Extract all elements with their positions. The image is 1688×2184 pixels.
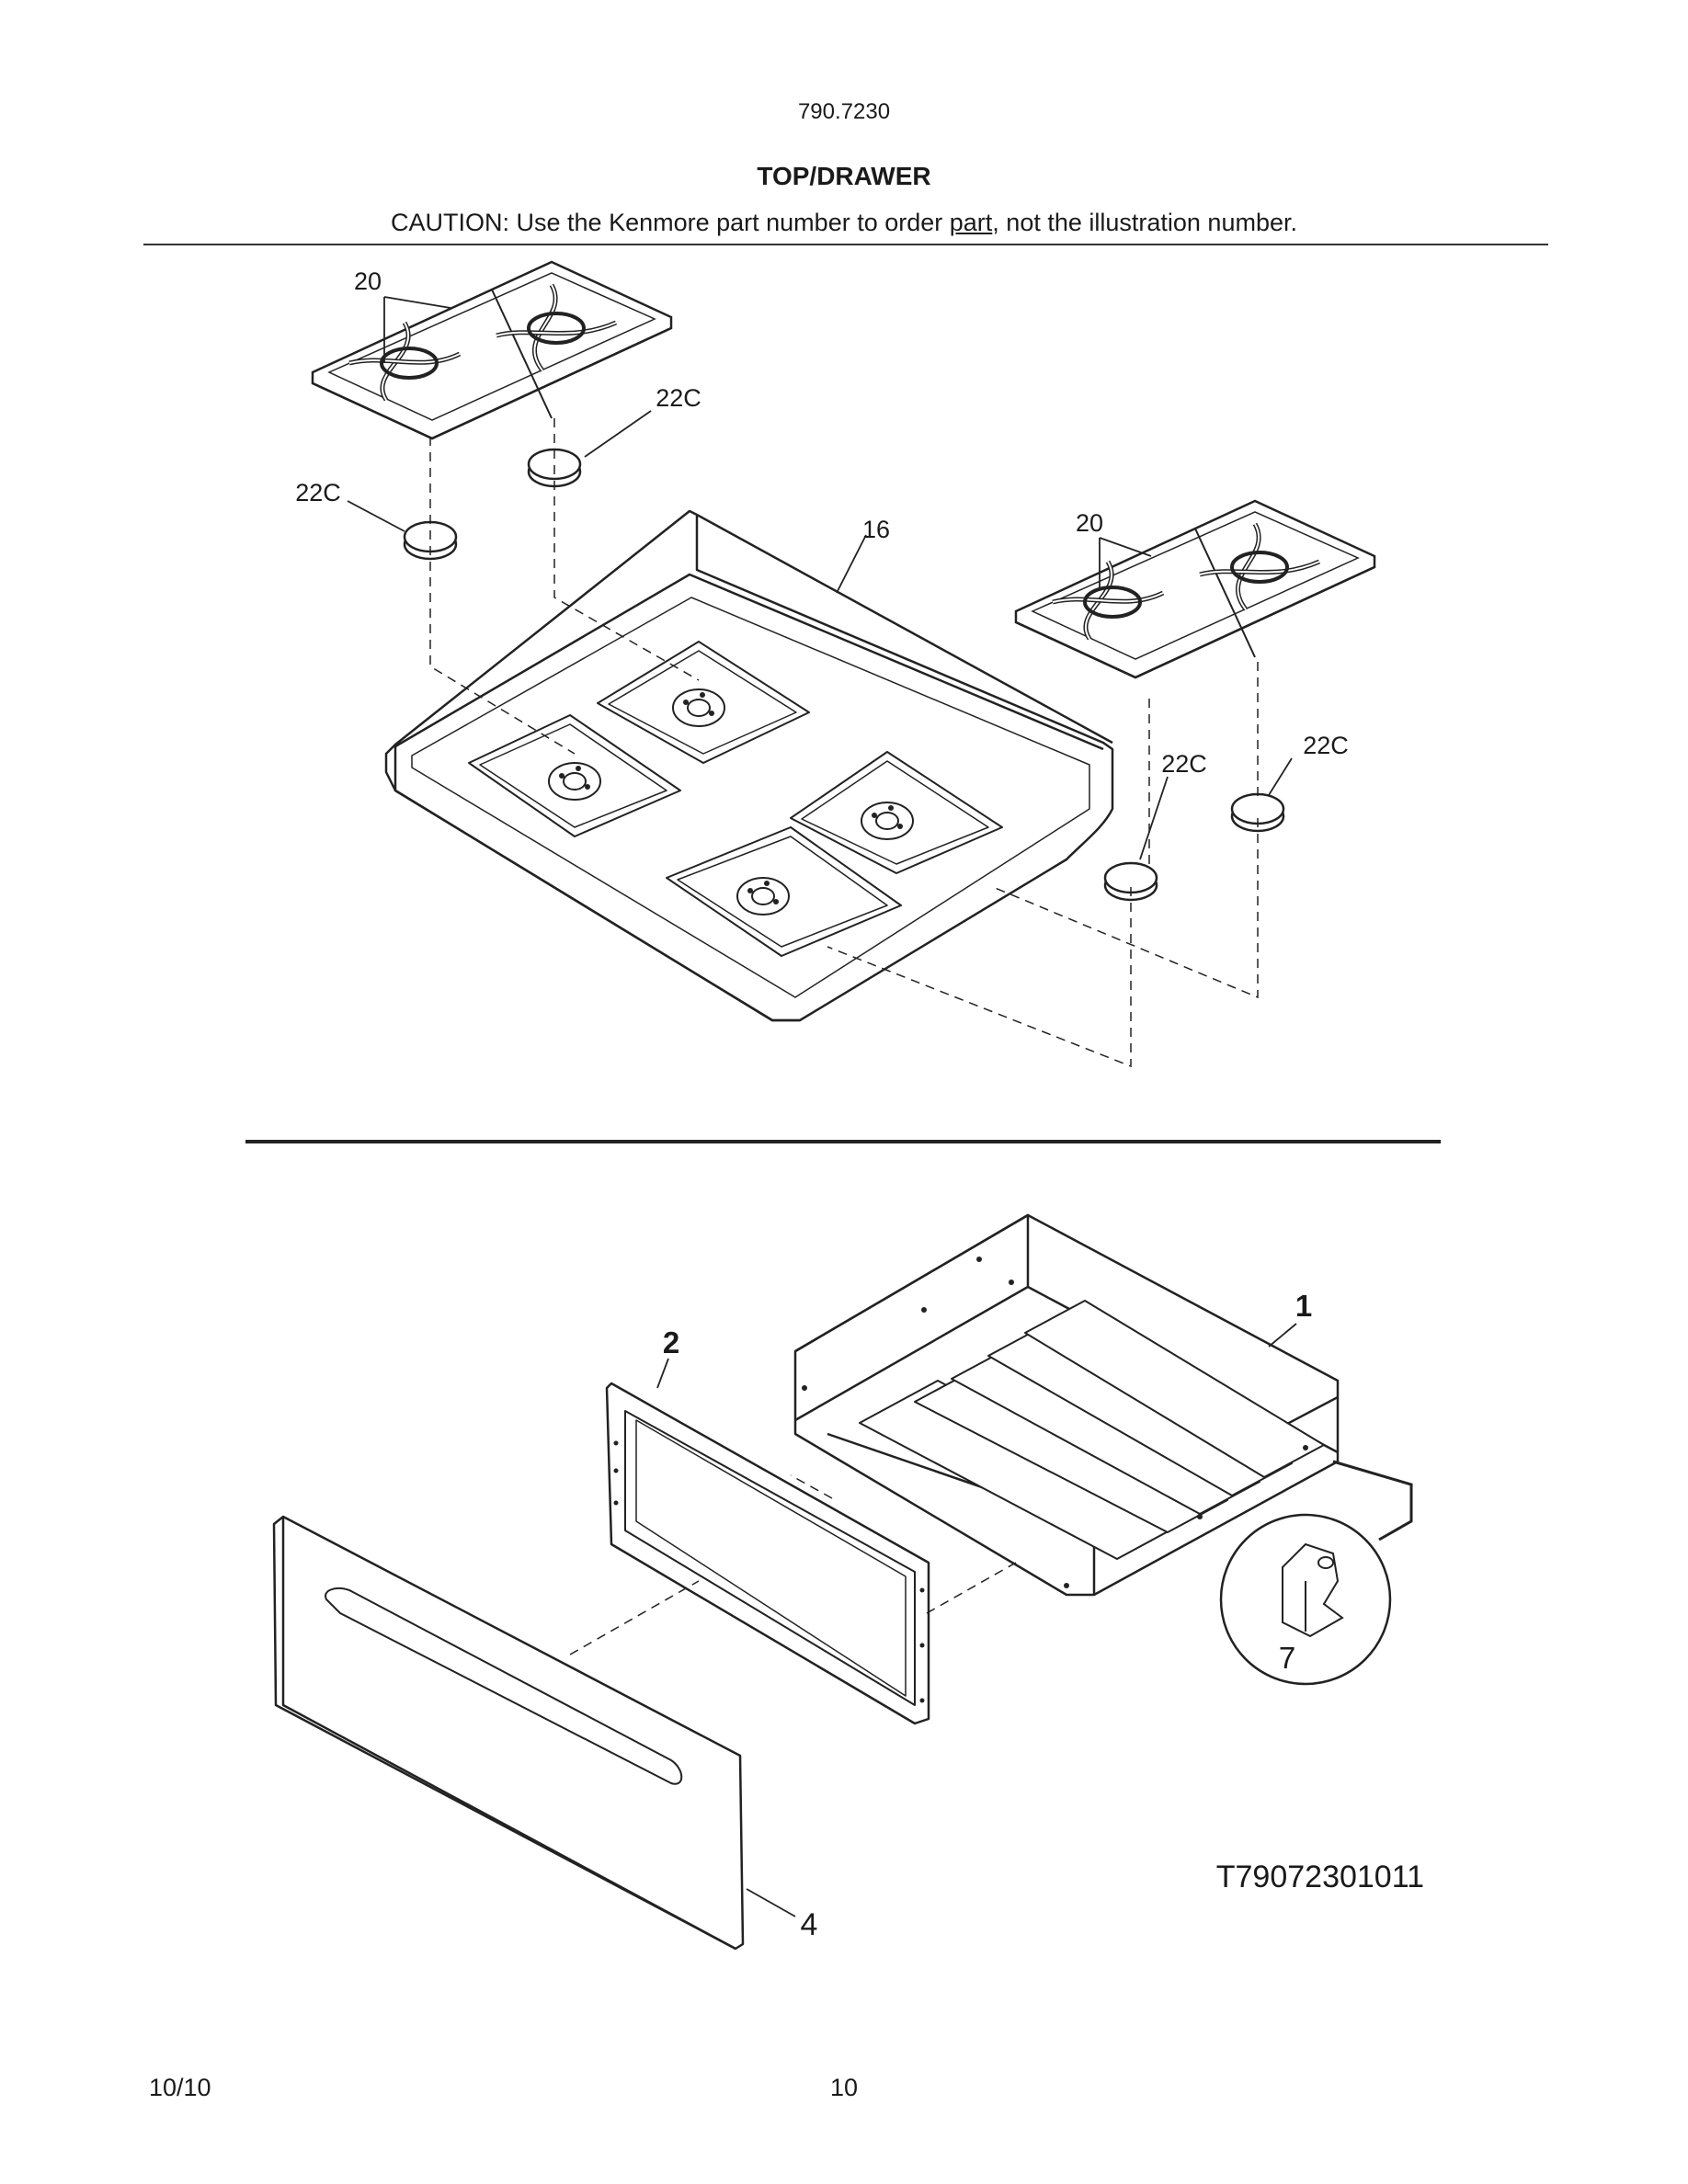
caution-underlined: part [949, 209, 993, 236]
callout-cap-left: 22C [295, 479, 341, 506]
model-number: 790.7230 [797, 99, 891, 124]
caution-suffix: , not the illustration number. [992, 209, 1297, 236]
footer-page-number: 10 [829, 2074, 859, 2101]
callout-grate-left: 20 [354, 267, 382, 295]
drawer-body [793, 1213, 1340, 1597]
burner-2 [672, 688, 725, 727]
callout-drawer-front: 4 [801, 1907, 818, 1942]
callout-cooktop: 16 [862, 516, 890, 543]
clip-detail-leader [1332, 1460, 1413, 1541]
callout-drawer-body: 1 [1295, 1289, 1312, 1323]
callout-clip: 7 [1279, 1641, 1295, 1675]
section-divider [245, 1140, 1441, 1143]
page-title: TOP/DRAWER [757, 162, 931, 190]
drawer-front [272, 1515, 745, 1951]
callout-cap-right-2: 22C [1303, 732, 1349, 759]
callout-grate-right: 20 [1076, 509, 1103, 537]
callout-cap-right-1: 22C [1161, 750, 1207, 778]
header-divider [143, 244, 1548, 245]
assembly-dashed-lines [429, 418, 1259, 1068]
grate-right [1016, 501, 1374, 677]
drawer-frame [605, 1382, 930, 1725]
callout-drawer-frame: 2 [663, 1325, 679, 1359]
callout-leaders-top [347, 296, 1293, 860]
drawing-number: T79072301011 [1216, 1860, 1424, 1894]
burner-1 [548, 762, 601, 801]
clip-detail [1219, 1513, 1392, 1686]
burner-3 [736, 877, 790, 916]
footer-date: 10/10 [149, 2074, 211, 2101]
burner-4 [861, 802, 914, 840]
drawer-dashed-lines [569, 1474, 1017, 1655]
caution-prefix: CAUTION: Use the Kenmore part number to … [391, 209, 950, 236]
callout-leaders-bottom [656, 1323, 1297, 1917]
caution-note: CAUTION: Use the Kenmore part number to … [0, 209, 1688, 237]
callout-cap-upper-left: 22C [656, 384, 701, 412]
cooktop [384, 509, 1114, 1022]
